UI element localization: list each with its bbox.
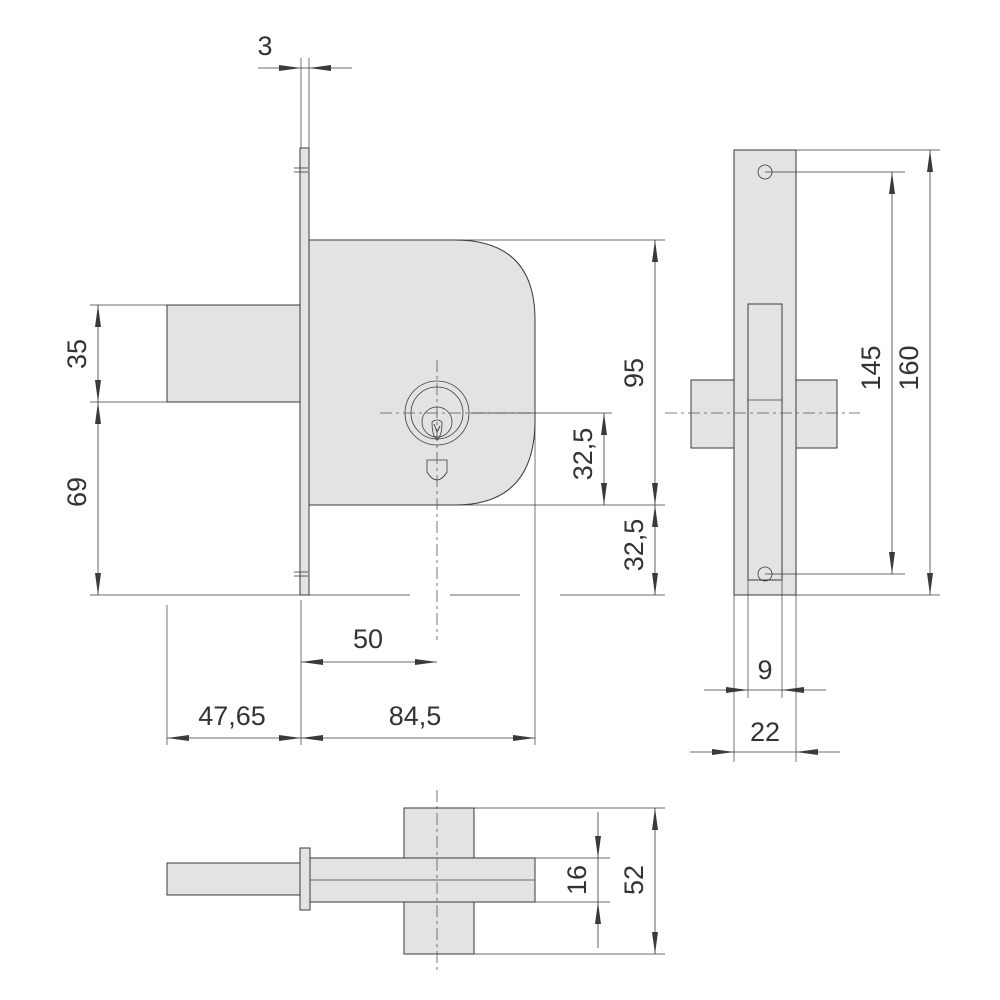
faceplate [299, 147, 310, 596]
dim-backset: 50 [353, 624, 383, 654]
dim-case-width: 84,5 [389, 701, 442, 731]
dim-case-height: 95 [619, 358, 649, 388]
dim-bolt-projection: 47,65 [198, 701, 266, 731]
dim-faceplate-hole-spacing: 145 [856, 345, 886, 390]
dim-keyhole-offset-upper: 32,5 [568, 428, 598, 481]
bolt [166, 304, 302, 403]
dim-keeper-depth: 52 [619, 865, 649, 895]
front-dimension-lines [95, 65, 658, 741]
front-extension-lines [90, 58, 665, 745]
dim-faceplate-length: 160 [894, 345, 924, 390]
dim-bolt-thickness: 16 [562, 865, 592, 895]
bolt-top [166, 862, 302, 896]
dim-bolt-width: 9 [757, 655, 772, 685]
dim-keyhole-offset-lower: 32,5 [619, 519, 649, 572]
lock-case [307, 239, 536, 506]
top-view [166, 790, 536, 970]
dimension-labels: 3 35 69 95 32,5 32,5 50 47,65 84,5 145 1… [62, 31, 924, 895]
side-dimension-lines [690, 150, 933, 755]
front-view [166, 147, 536, 640]
top-dimension-lines [595, 808, 658, 954]
dim-faceplate-width: 22 [750, 717, 780, 747]
side-view [665, 149, 860, 596]
side-extension-lines [733, 149, 940, 762]
dim-bolt-height: 35 [62, 339, 92, 369]
dim-faceplate-thickness: 3 [257, 31, 272, 61]
dim-bolt-offset-bottom: 69 [62, 477, 92, 507]
faceplate-top [299, 847, 311, 911]
top-extension-lines [474, 807, 665, 955]
bolt-side [747, 303, 783, 581]
